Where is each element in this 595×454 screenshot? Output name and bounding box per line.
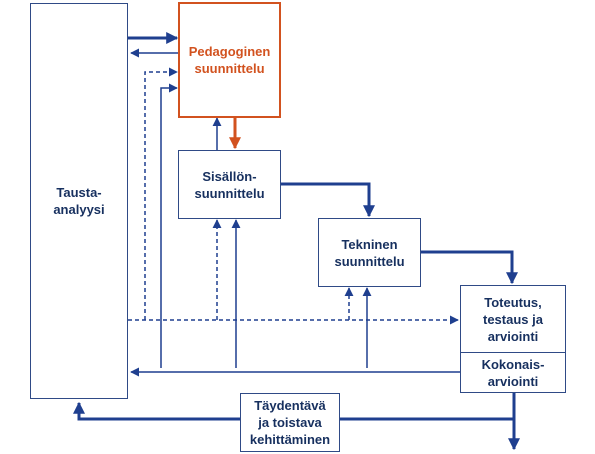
arrow-iterative-to-background bbox=[73, 401, 514, 421]
label-iterative-development: Täydentävä ja toistava kehittäminen bbox=[249, 398, 331, 447]
box-overall-evaluation: Kokonais- arviointi bbox=[460, 353, 566, 393]
arrow-to-pedagogical-2 bbox=[160, 83, 178, 368]
box-background-analysis: Tausta- analyysi bbox=[30, 3, 128, 399]
label-pedagogical-design: Pedagoginen suunnittelu bbox=[188, 44, 271, 76]
label-background-analysis: Tausta- analyysi bbox=[53, 185, 105, 217]
label-content-design: Sisällön- suunnittelu bbox=[194, 168, 265, 201]
box-pedagogical-design: Pedagoginen suunnittelu bbox=[178, 2, 281, 118]
arrow-technical-to-implementation bbox=[421, 250, 518, 285]
box-content-design: Sisällön- suunnittelu bbox=[178, 150, 281, 219]
label-technical-design: Tekninen suunnittelu bbox=[334, 236, 405, 269]
label-overall-evaluation: Kokonais- arviointi bbox=[481, 356, 545, 389]
box-iterative-development: Täydentävä ja toistava kehittäminen bbox=[240, 393, 340, 452]
arrow-content-to-technical bbox=[281, 182, 375, 218]
box-implementation: Toteutus, testaus ja arviointi bbox=[460, 285, 566, 353]
dashed-arrow-to-pedagogical-1 bbox=[144, 67, 178, 320]
box-technical-design: Tekninen suunnittelu bbox=[318, 218, 421, 287]
label-implementation: Toteutus, testaus ja arviointi bbox=[483, 294, 543, 344]
